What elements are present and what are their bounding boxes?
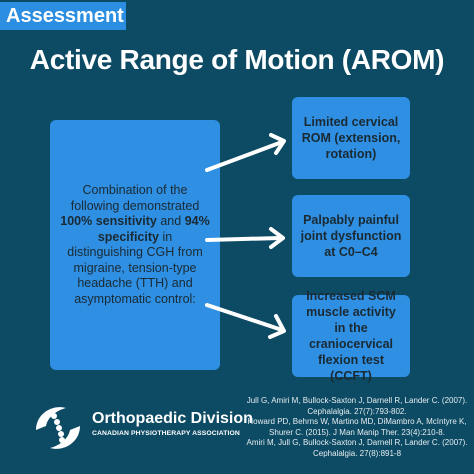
sensitivity-value: 100% sensitivity xyxy=(60,214,157,228)
arrow-1-line xyxy=(205,140,284,172)
criteria-summary-text: Combination of the following demonstrate… xyxy=(60,183,210,307)
arrow-3-head xyxy=(268,314,286,339)
arrow-3-line xyxy=(205,303,284,332)
criterion-box-2: Palpably painful joint dysfunction at C0… xyxy=(292,195,410,277)
spine-hands-logo-icon xyxy=(36,407,80,449)
reference-3: Amiri M, Jull G, Bullock-Saxton J, Darne… xyxy=(246,438,468,458)
page-title: Active Range of Motion (AROM) xyxy=(29,44,445,75)
specificity-value: 94% specificity xyxy=(97,214,210,244)
criterion-box-3: Increased SCM muscle activity in the cra… xyxy=(292,289,410,383)
summary-intro: Combination of the following demonstrate… xyxy=(70,183,200,213)
references: Jull G, Amiri M, Bullock-Saxton J, Darne… xyxy=(246,396,468,459)
section-tag: Assessment xyxy=(0,2,126,30)
arrow-2-line xyxy=(205,236,282,242)
org-subtitle: CANADIAN PHYSIOTHERAPY ASSOCIATION xyxy=(92,430,240,437)
arrow-2-head xyxy=(269,227,285,249)
reference-1: Jull G, Amiri M, Bullock-Saxton J, Darne… xyxy=(246,396,468,416)
reference-2: Howard PD, Behrns W, Martino MD, DiMambr… xyxy=(247,417,467,437)
criterion-box-1: Limited cervical ROM (extension, rotatio… xyxy=(292,97,410,179)
org-name: Orthopaedic Division xyxy=(92,410,253,427)
arrow-1-head xyxy=(269,133,286,155)
summary-and: and xyxy=(160,214,182,228)
criteria-summary-box: Combination of the following demonstrate… xyxy=(50,120,220,370)
summary-rest: in distinguishing CGH from migraine, ten… xyxy=(67,229,203,306)
